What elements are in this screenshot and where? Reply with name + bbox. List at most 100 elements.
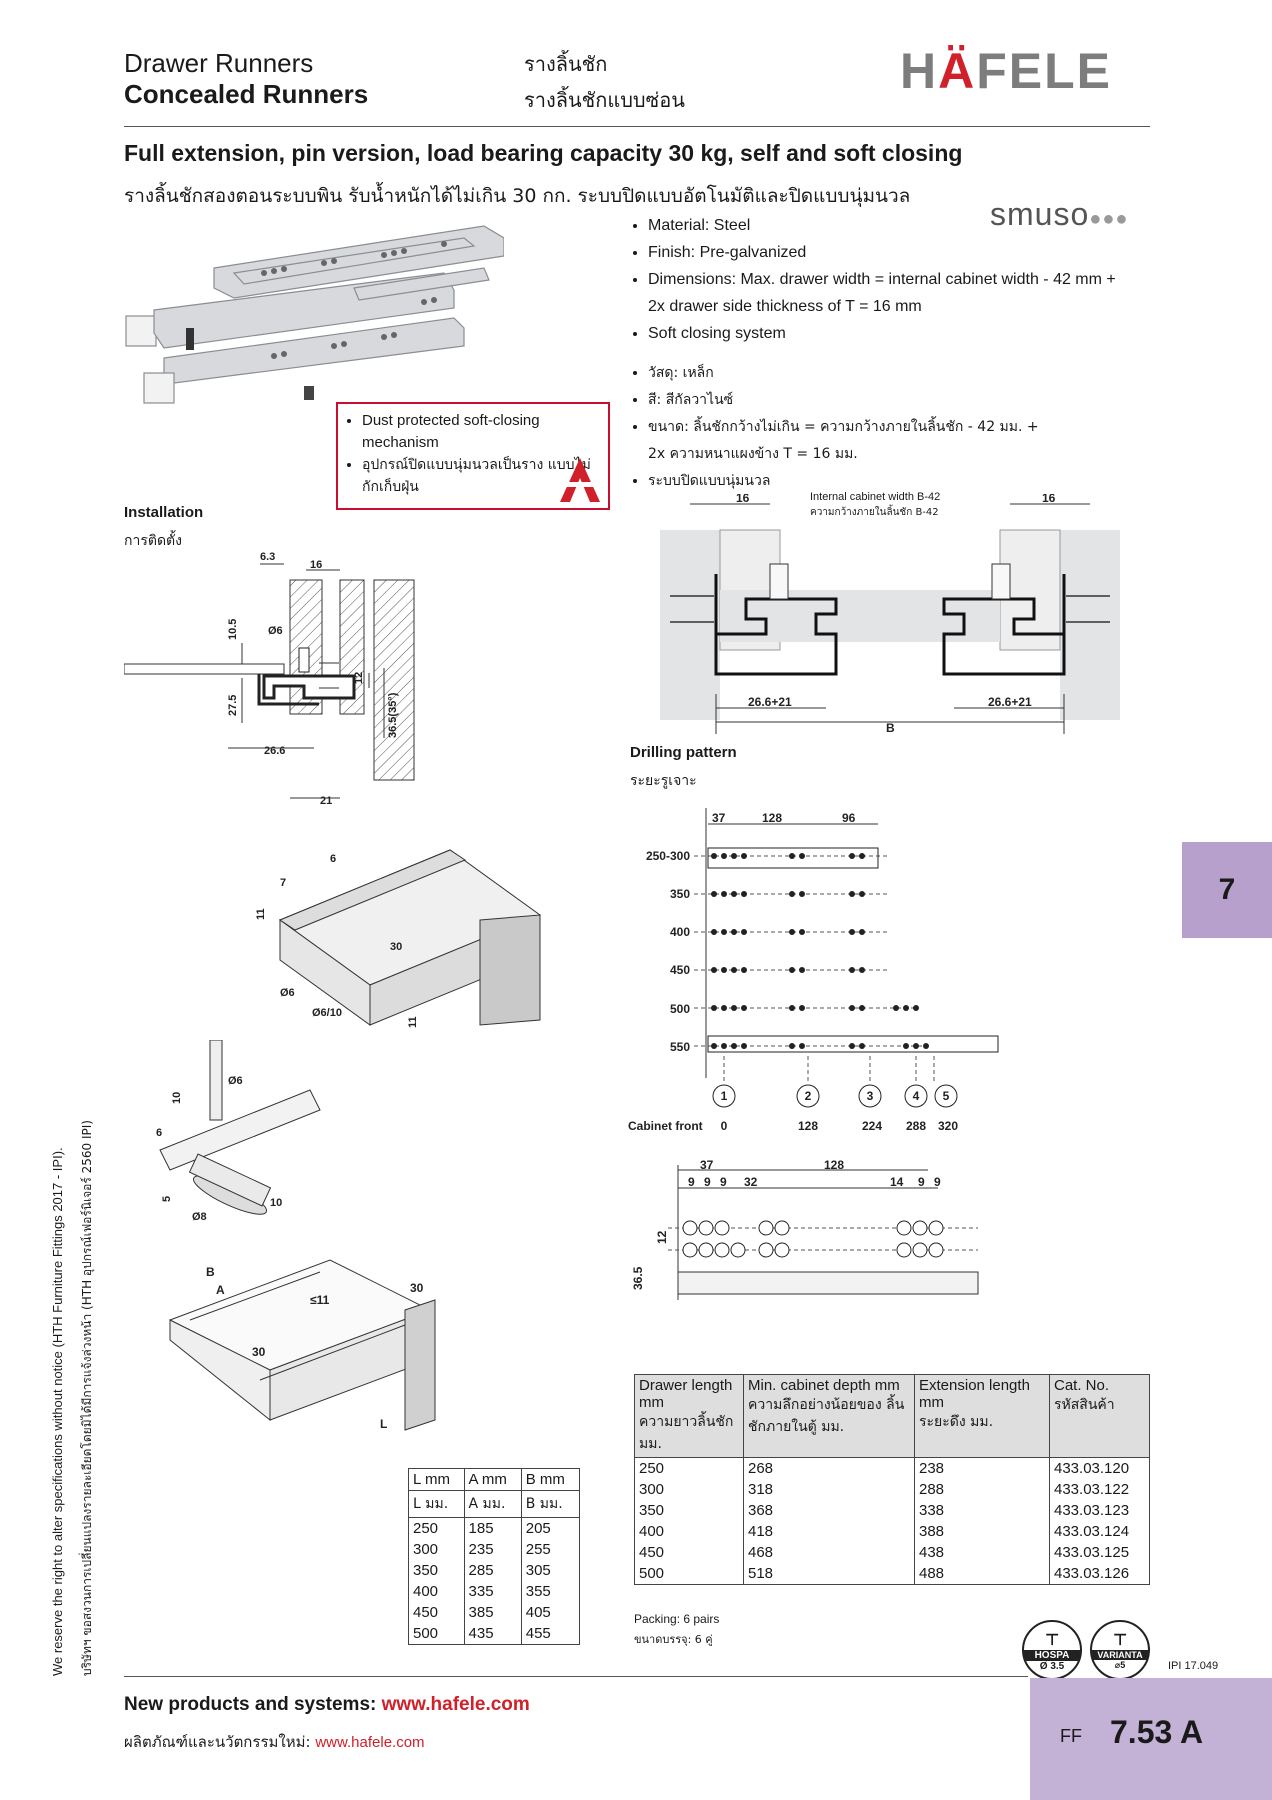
svg-text:224: 224 [862,1119,882,1133]
installation-title-th: การติดตั้ง [124,533,182,549]
svg-text:37: 37 [712,811,726,825]
svg-text:26.6+21: 26.6+21 [748,695,792,709]
page-number: 7.53 A [1110,1714,1204,1750]
svg-text:12: 12 [655,1230,669,1244]
feature-item: Soft closing system [648,320,1168,347]
cabinet-front-label: Cabinet front [628,1119,703,1133]
callout-item: Dust protected soft-closing mechanism [362,410,598,454]
svg-text:6: 6 [156,1127,162,1139]
screw-icon: ⊤ [1112,1632,1128,1649]
col-header-th: B มม. [520,1490,581,1518]
svg-text:450: 450 [670,963,690,977]
drawer-box-diagram: B A ≤11 30 30 L [168,1259,436,1431]
svg-text:500: 500 [670,1002,690,1016]
page-number-panel: FF 7.53 A [1030,1678,1272,1800]
svg-text:Ø6: Ø6 [268,625,283,637]
disclaimer-th: บริษัทฯ ขอสงวนการเปลี่ยนแปลงรายละเอียดโด… [80,1120,94,1676]
feature-item: Dimensions: Max. drawer width = internal… [648,266,1168,293]
hafele-a-icon [560,458,600,502]
footer-divider [124,1676,1028,1677]
svg-text:9: 9 [704,1175,711,1189]
svg-text:37: 37 [700,1160,714,1172]
svg-text:9: 9 [688,1175,695,1189]
product-heading-th: รางลิ้นชักสองตอนระบบพิน รับน้ำหนักได้ไม่… [124,185,911,207]
svg-text:Ø6/10: Ø6/10 [312,1007,342,1019]
drilling-pattern-diagram: 37 128 96 250-300 350 400 450 500 550 [628,808,999,1133]
soft-close-callout: Dust protected soft-closing mechanism อุ… [336,402,610,510]
col-header: L mm [408,1468,465,1491]
svg-text:5: 5 [161,1196,173,1202]
svg-text:16: 16 [1042,494,1056,505]
svg-text:6.3: 6.3 [260,551,275,563]
svg-text:3: 3 [867,1089,874,1103]
col-header-th: A มม. [463,1490,522,1518]
svg-text:128: 128 [762,811,782,825]
svg-text:288: 288 [906,1119,926,1133]
svg-text:21: 21 [320,795,332,807]
svg-text:27.5: 27.5 [227,695,239,716]
svg-text:128: 128 [798,1119,818,1133]
svg-text:14: 14 [890,1175,904,1189]
feature-item: Finish: Pre-galvanized [648,239,1168,266]
svg-text:550: 550 [670,1040,690,1054]
drilling-title: Drilling pattern [630,744,737,761]
drilling-title-th: ระยะรูเจาะ [630,773,697,789]
svg-text:400: 400 [670,925,690,939]
disclaimer-en: We reserve the right to alter specificat… [50,1147,65,1676]
svg-text:30: 30 [410,1281,424,1295]
category-title-th: รางลิ้นชัก [524,52,608,76]
svg-text:128: 128 [824,1160,844,1172]
svg-text:250-300: 250-300 [646,849,690,863]
category-title: Drawer Runners [124,48,314,78]
svg-text:10.5: 10.5 [227,619,239,640]
svg-text:Ø6: Ø6 [228,1075,243,1087]
footer-link[interactable]: www.hafele.com [381,1694,530,1715]
svg-text:B: B [886,721,895,735]
installation-cross-section: 6.3 16 10.5 Ø6 12 27.5 36.5(35°) 26.6 21 [124,551,415,807]
svg-text:7: 7 [280,877,286,889]
footer-line-th: ผลิตภัณฑ์และนวัตกรรมใหม่: www.hafele.com [124,1733,425,1751]
packing-note-th: ขนาดบรรจุ: 6 คู่ [634,1633,713,1646]
svg-text:96: 96 [842,811,856,825]
col-cat-no: Cat. No.รหัสสินค้า [1049,1374,1150,1458]
svg-text:1: 1 [721,1089,728,1103]
svg-text:9: 9 [720,1175,727,1189]
footer-link-th[interactable]: www.hafele.com [315,1734,425,1751]
varianta-badge: ⊤ VARIANTA ⌀5 [1090,1620,1150,1680]
svg-text:320: 320 [938,1119,958,1133]
page-title: Concealed Runners [124,79,369,109]
svg-text:9: 9 [918,1175,925,1189]
svg-text:32: 32 [744,1175,758,1189]
header-divider [124,126,1150,127]
features-th: วัสดุ: เหล็ก สี: สีกัลวาไนซ์ ขนาด: ลิ้นช… [630,360,1168,495]
svg-text:2: 2 [805,1089,812,1103]
col-header: B mm [520,1468,581,1491]
svg-text:11: 11 [255,908,267,920]
svg-text:A: A [216,1283,225,1297]
svg-text:5: 5 [943,1089,950,1103]
feature-item-th: สี: สีกัลวาไนซ์ [648,387,1168,414]
svg-text:Ø8: Ø8 [192,1211,207,1223]
features-en: Material: Steel Finish: Pre-galvanized D… [630,212,1168,347]
chapter-tab[interactable]: 7 [1182,842,1272,938]
svg-text:350: 350 [670,887,690,901]
feature-item-th: 2x ความหนาแผงข้าง T = 16 มม. [648,446,858,462]
svg-text:26.6: 26.6 [264,745,285,757]
feature-item-th: วัสดุ: เหล็ก [648,360,1168,387]
drilling-detail-diagram: 37 128 9 9 9 32 14 9 9 12 36.5 [631,1160,979,1300]
installation-title: Installation [124,504,204,521]
drawer-perspective: 6 7 11 30 Ø6 Ø6/10 11 [255,849,542,1028]
